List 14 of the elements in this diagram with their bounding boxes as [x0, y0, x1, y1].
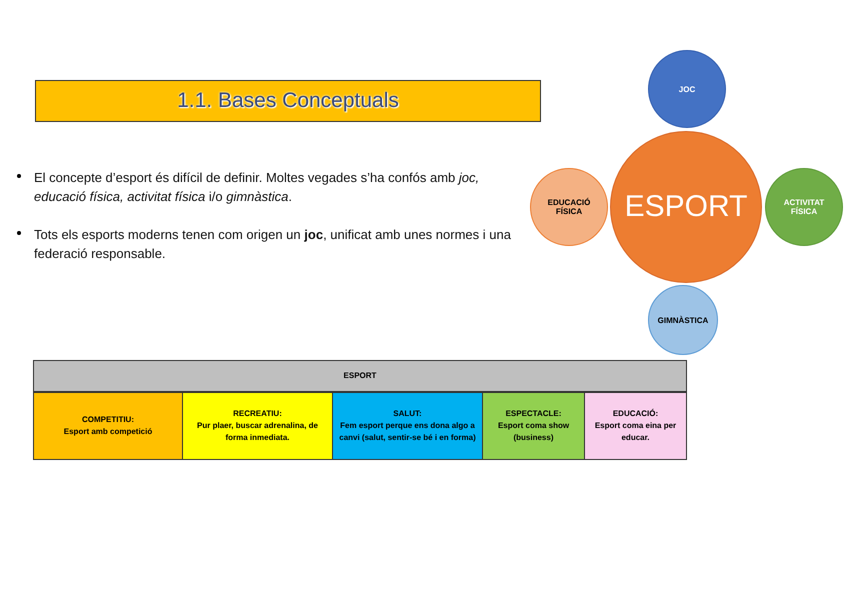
circle: GIMNÀSTICA: [648, 285, 718, 355]
table-cell: RECREATIU: Pur plaer, buscar adrenalina, de forma inmediata.: [182, 392, 333, 460]
table-header: ESPORT: [33, 360, 687, 392]
table-cell: ESPECTACLE: Esport coma show (business): [482, 392, 585, 460]
circle: ACTIVITAT FÍSICA: [765, 168, 843, 246]
table-cell: EDUCACIÓ: Esport coma eina per educar.: [584, 392, 687, 460]
title-banner: 1.1. Bases Conceptuals: [35, 80, 541, 122]
table-cell: SALUT: Fem esport perque ens dona algo a canvi (salut, sentir-se bé i en forma): [332, 392, 483, 460]
table-cell: COMPETITIU: Esport amb competició: [33, 392, 183, 460]
bullet-text: Tots els esports moderns tenen com origen un joc, unificat amb unes normes i una federació responsable.: [34, 226, 512, 263]
circle: EDUCACIÓ FÍSICA: [530, 168, 608, 246]
circle: JOC: [648, 50, 726, 128]
circle: ESPORT: [610, 131, 762, 283]
bullet-text: El concepte d’esport és difícil de definir. Moltes vegades s’ha confós amb joc, educació física, activitat física i/o gimnàstica.: [34, 169, 480, 206]
